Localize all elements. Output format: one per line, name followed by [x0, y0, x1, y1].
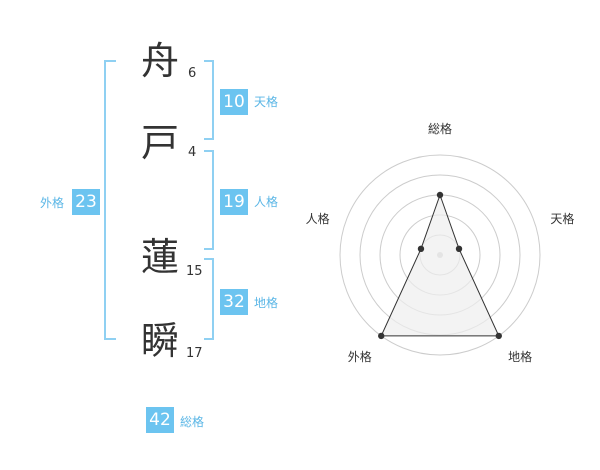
soukaku-label: 総格: [180, 415, 205, 429]
tenkaku-value: 10: [220, 89, 248, 115]
stroke-count-2: 4: [188, 145, 197, 160]
chikaku-bracket: [204, 258, 214, 340]
radar-axis-label: 地格: [508, 349, 532, 364]
gaikaku-label: 外格: [40, 196, 65, 210]
tenkaku-bracket: [204, 60, 214, 140]
radar-axis-label: 外格: [348, 349, 372, 364]
radar-axis-label: 人格: [306, 211, 330, 226]
radar-series-shape: [380, 193, 500, 337]
jinkaku-value: 19: [220, 189, 248, 215]
stroke-count-4: 17: [186, 346, 203, 361]
gaikaku-bracket: [104, 60, 116, 340]
radar-axis-label: 総格: [428, 121, 452, 136]
chikaku-label: 地格: [254, 296, 279, 310]
radar-axis-label: 天格: [550, 211, 574, 226]
name-char-3: 蓮: [140, 235, 179, 279]
gaikaku-value: 23: [72, 189, 100, 215]
jinkaku-label: 人格: [254, 195, 279, 209]
soukaku-value: 42: [146, 407, 174, 433]
radar-point: [495, 332, 502, 340]
name-char-1: 舟: [140, 39, 179, 83]
radar-point: [417, 245, 425, 253]
stroke-count-3: 15: [186, 264, 203, 279]
name-char-4: 瞬: [140, 319, 179, 363]
jinkaku-bracket: [204, 150, 214, 250]
stroke-count-1: 6: [188, 66, 197, 81]
radar-point: [455, 245, 463, 253]
radar-points: [378, 191, 502, 340]
radar-ring: [339, 154, 541, 356]
name-char-2: 戸: [140, 121, 179, 165]
chikaku-value: 32: [220, 289, 248, 315]
radar-point: [378, 332, 385, 340]
tenkaku-label: 天格: [254, 95, 279, 109]
radar-point: [436, 191, 444, 199]
